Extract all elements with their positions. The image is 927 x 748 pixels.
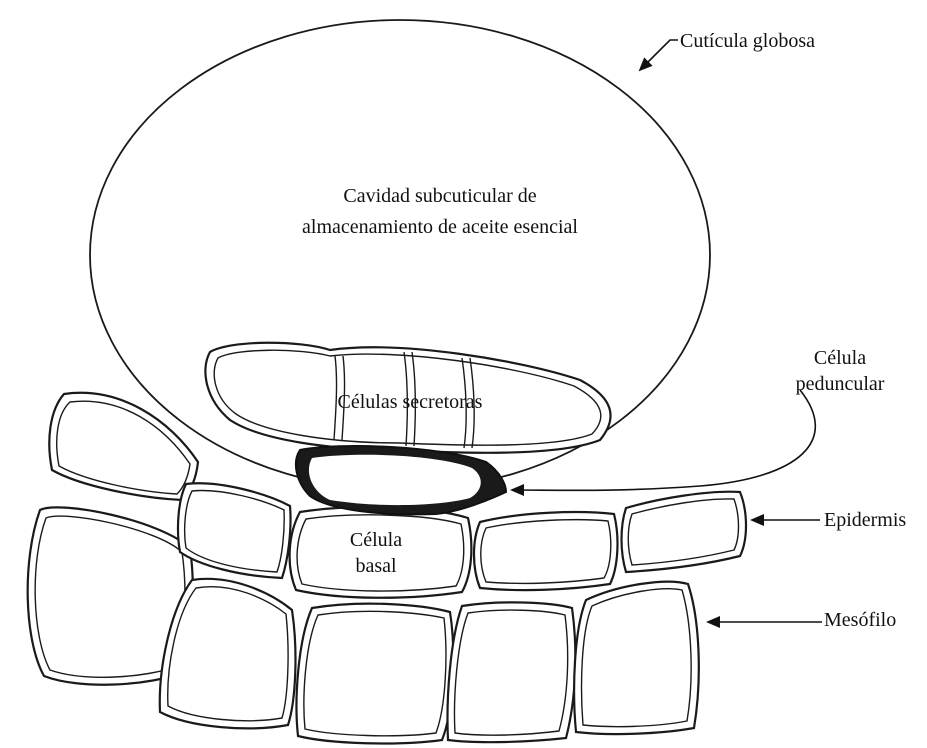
- cuticle-arrow: [640, 40, 678, 70]
- mesophyll-cell: [448, 602, 576, 742]
- peduncular-label-line2: peduncular: [796, 373, 885, 395]
- cavity-label-line2: almacenamiento de aceite esencial: [302, 216, 578, 238]
- cavity-label-line1: Cavidad subcuticular de: [343, 185, 536, 207]
- basal-label-line2: basal: [355, 555, 397, 577]
- secretory-cells-label: Células secretoras: [338, 391, 483, 413]
- cuticle-label: Cutícula globosa: [680, 30, 815, 52]
- epidermis-cell: [178, 483, 291, 578]
- mesophyll-cell: [160, 579, 296, 728]
- peduncular-label-line1: Célula: [814, 347, 866, 369]
- mesophyll-cell: [297, 604, 454, 744]
- mesophyll-label: Mesófilo: [824, 609, 896, 631]
- basal-label-line1: Célula: [350, 529, 402, 551]
- epidermis-label: Epidermis: [824, 509, 906, 531]
- mesophyll-cell: [574, 582, 699, 734]
